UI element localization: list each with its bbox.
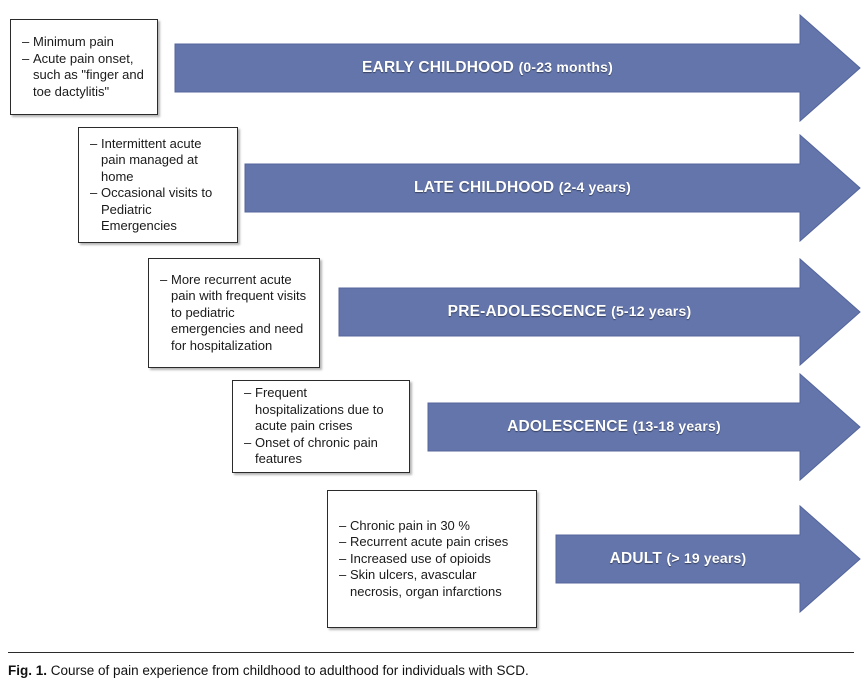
list-item: Skin ulcers, avascular necrosis, organ i… — [339, 567, 526, 600]
stage-label-range: (5-12 years) — [611, 303, 692, 319]
caption-divider — [8, 652, 854, 653]
stage-label-main: PRE-ADOLESCENCE — [447, 303, 607, 320]
list-item: Chronic pain in 30 % — [339, 518, 526, 535]
stage-arrow-adult: ADULT (> 19 years) — [555, 504, 862, 635]
stage-label-range: (> 19 years) — [666, 550, 747, 566]
stage-label-range: (0-23 months) — [518, 59, 613, 75]
figure-caption-text: Course of pain experience from childhood… — [50, 663, 529, 678]
list-item: Recurrent acute pain crises — [339, 534, 526, 551]
figure-diagram: EARLY CHILDHOOD (0-23 months) Minimum pa… — [0, 0, 862, 640]
list-item: Minimum pain — [22, 34, 147, 51]
list-item: Frequent hospitalizations due to acute p… — [244, 385, 399, 435]
stage-label-adult: ADULT (> 19 years) — [556, 551, 800, 567]
stage-label-main: ADOLESCENCE — [507, 418, 629, 435]
note-box-early-childhood: Minimum pain Acute pain onset, such as "… — [10, 19, 158, 115]
note-box-adolescence: Frequent hospitalizations due to acute p… — [232, 380, 410, 473]
note-box-adult: Chronic pain in 30 % Recurrent acute pai… — [327, 490, 537, 628]
stage-label-late-childhood: LATE CHILDHOOD (2-4 years) — [245, 180, 800, 196]
note-list: Chronic pain in 30 % Recurrent acute pai… — [328, 518, 536, 601]
note-list: Minimum pain Acute pain onset, such as "… — [11, 34, 157, 100]
note-box-late-childhood: Intermittent acute pain managed at home … — [78, 127, 238, 243]
stage-label-pre-adolescence: PRE-ADOLESCENCE (5-12 years) — [339, 304, 800, 320]
stage-arrow-pre-adolescence: PRE-ADOLESCENCE (5-12 years) — [338, 257, 862, 375]
note-list: More recurrent acute pain with frequent … — [149, 272, 319, 355]
stage-label-main: LATE CHILDHOOD — [413, 179, 555, 196]
stage-arrow-adolescence: ADOLESCENCE (13-18 years) — [427, 372, 862, 490]
list-item: Acute pain onset, such as "finger and to… — [22, 51, 147, 101]
stage-label-range: (2-4 years) — [558, 179, 632, 195]
arrow-shape-icon — [244, 133, 861, 243]
note-box-pre-adolescence: More recurrent acute pain with frequent … — [148, 258, 320, 368]
stage-label-main: ADULT — [609, 550, 662, 567]
figure-number: Fig. 1. — [8, 663, 48, 678]
stage-label-main: EARLY CHILDHOOD — [362, 59, 515, 76]
list-item: Intermittent acute pain managed at home — [90, 136, 227, 186]
stage-label-early-childhood: EARLY CHILDHOOD (0-23 months) — [175, 60, 800, 76]
stage-label-adolescence: ADOLESCENCE (13-18 years) — [428, 419, 800, 435]
stage-label-range: (13-18 years) — [632, 418, 721, 434]
note-list: Intermittent acute pain managed at home … — [79, 136, 237, 235]
list-item: Occasional visits to Pediatric Emergenci… — [90, 185, 227, 235]
list-item: Increased use of opioids — [339, 551, 526, 568]
arrow-shape-icon — [174, 13, 861, 123]
arrow-shape-icon — [427, 372, 861, 482]
list-item: More recurrent acute pain with frequent … — [160, 272, 309, 355]
list-item: Onset of chronic pain features — [244, 435, 399, 468]
arrow-shape-icon — [338, 257, 861, 367]
stage-arrow-late-childhood: LATE CHILDHOOD (2-4 years) — [244, 133, 862, 250]
note-list: Frequent hospitalizations due to acute p… — [233, 385, 409, 468]
figure-caption: Fig. 1. Course of pain experience from c… — [8, 662, 854, 680]
arrow-shape-icon — [555, 504, 861, 614]
stage-arrow-early-childhood: EARLY CHILDHOOD (0-23 months) — [174, 13, 862, 123]
